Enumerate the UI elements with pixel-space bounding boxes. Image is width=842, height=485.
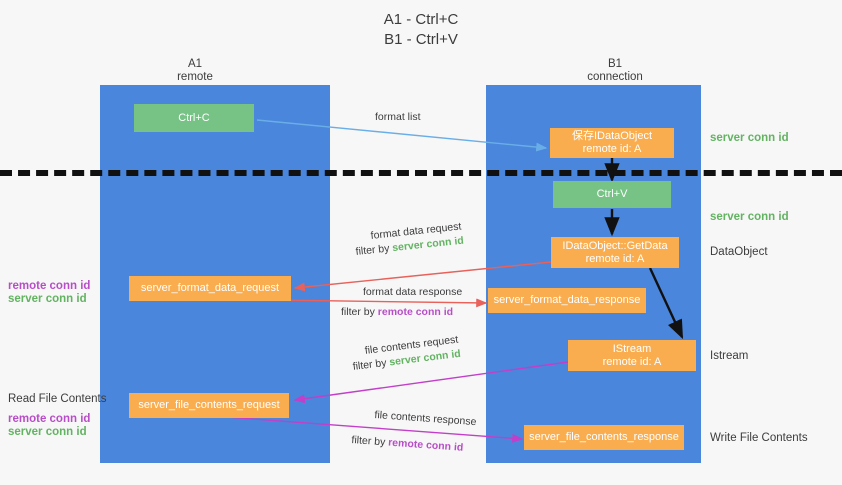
filter-prefix: filter by — [351, 433, 389, 449]
node-istream[interactable]: IStream remote id: A — [568, 340, 696, 371]
filter-prefix: filter by — [341, 306, 378, 318]
annotation-read-file-contents: Read File Contents — [8, 393, 107, 405]
node-ctrl-c[interactable]: Ctrl+C — [134, 104, 254, 132]
diagram-title: A1 - Ctrl+C B1 - Ctrl+V — [383, 11, 459, 48]
annotation-dataobject: DataObject — [710, 246, 768, 258]
edge-label-file-contents-response: file contents response — [374, 408, 477, 429]
edge-label-format-list: format list — [375, 111, 421, 123]
filter-value-remote-conn-id: remote conn id — [377, 306, 454, 318]
column-header-a1: A1 remote — [177, 58, 213, 83]
annotation-server-conn-id-1: server conn id — [710, 132, 789, 144]
edge-label-format-data-response-filter: filter by remote conn id — [341, 305, 453, 319]
phase-divider — [0, 170, 842, 176]
node-ctrl-v[interactable]: Ctrl+V — [553, 181, 671, 208]
annotation-remote-conn-id-1: remote conn id — [8, 280, 91, 292]
annotation-server-conn-id-2: server conn id — [710, 211, 789, 223]
annotation-istream: Istream — [710, 350, 749, 362]
edge-label-format-data-response: format data response — [363, 286, 463, 298]
annotation-server-conn-id-3: server conn id — [8, 293, 87, 305]
edge-label-file-contents-response-filter: filter by remote conn id — [351, 433, 464, 455]
filter-prefix: filter by — [352, 356, 391, 373]
filter-value-remote-conn-id: remote conn id — [387, 436, 464, 454]
node-server-format-data-response[interactable]: server_format_data_response — [488, 288, 646, 313]
node-server-file-contents-response[interactable]: server_file_contents_response — [524, 425, 684, 450]
node-idataobject-getdata[interactable]: IDataObject::GetData remote id: A — [551, 237, 679, 268]
annotation-remote-conn-id-2: remote conn id — [8, 413, 91, 425]
filter-prefix: filter by — [355, 242, 393, 258]
annotation-server-conn-id-4: server conn id — [8, 426, 87, 438]
node-server-file-contents-request[interactable]: server_file_contents_request — [129, 393, 289, 418]
node-save-idataobject[interactable]: 保存IDataObject remote id: A — [550, 128, 674, 158]
node-server-format-data-request[interactable]: server_format_data_request — [129, 276, 291, 301]
annotation-write-file-contents: Write File Contents — [710, 432, 808, 444]
column-header-b1: B1 connection — [587, 58, 643, 83]
